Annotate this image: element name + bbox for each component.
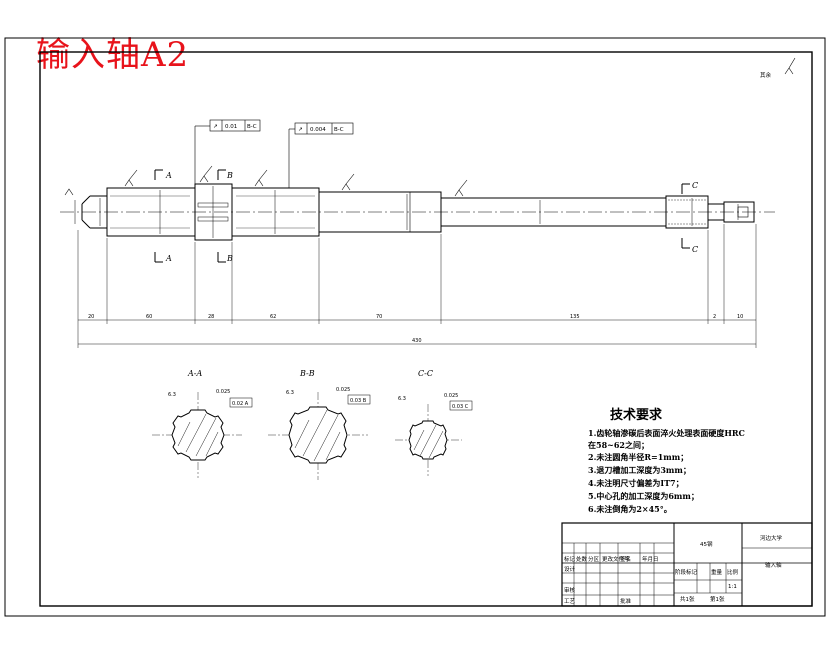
dim-seg-2: 60	[146, 314, 152, 320]
tb-material: 45钢	[700, 540, 713, 548]
inner-border	[39, 51, 813, 607]
requirement-6: 6.未注倒角为2×45°。	[588, 504, 672, 514]
section-c-fit: 0.025	[444, 393, 458, 399]
section-letter-b-top: B	[226, 171, 233, 180]
dim-seg-7: 2	[713, 314, 716, 320]
diameter-callouts	[74, 186, 739, 238]
section-b-roughness: 6.3	[286, 390, 294, 396]
tolerance-1-value: 0.01	[225, 124, 237, 130]
requirement-2: 2.未注圆角半径R=1mm；	[588, 452, 689, 462]
roughness-note: 其余	[760, 57, 796, 79]
section-view-c-c: C-C 6.3 0.025 0.03 C	[395, 369, 473, 476]
title-block-texts: 45钢 河边大学 输入轴 阶段标记 重量 比例 1:1 共1张 第1张 标记 处…	[564, 534, 783, 605]
dim-seg-4: 62	[270, 314, 276, 320]
tb-school: 河边大学	[760, 534, 783, 542]
spline-section-a	[171, 409, 225, 461]
dim-seg-8: 10	[737, 314, 743, 320]
dim-seg-5: 70	[376, 314, 382, 320]
requirement-5: 5.中心孔的加工深度为6mm；	[588, 491, 699, 501]
spline-section-b	[288, 406, 348, 464]
requirement-3: 3.退刀槽加工深度为3mm；	[588, 465, 691, 475]
tb-scale: 1:1	[728, 584, 737, 590]
tb-label-change: 更改文件号	[602, 555, 630, 563]
section-b-label: B-B	[299, 369, 315, 378]
dim-seg-3: 28	[208, 314, 214, 320]
section-view-b-b: B-B 6.3 0.025 0.03 B	[268, 369, 371, 480]
tb-sheet-total: 共1张	[680, 595, 695, 603]
tb-ratio: 比例	[727, 568, 739, 576]
section-b-fit: 0.025	[336, 387, 350, 393]
section-letter-a-bottom: A	[165, 254, 172, 263]
drawing-stamp-title: 输入轴A2	[36, 35, 190, 75]
section-c-label: C-C	[418, 369, 433, 378]
requirement-1-cont: 在58~62之间；	[588, 440, 649, 450]
overall-length-dim: 430	[412, 338, 422, 344]
tolerance-frame-1	[194, 119, 261, 184]
roughness-note-text: 其余	[760, 71, 772, 79]
tb-weight: 重量	[711, 568, 723, 576]
tb-label-check: 审核	[564, 586, 576, 594]
requirement-1: 1.齿轮轴渗碳后表面淬火处理表面硬度HRC	[588, 428, 745, 438]
segment-dimension-texts: 20 60 28 62 70 135 2 10	[88, 314, 743, 320]
tb-sheet-no: 第1张	[710, 595, 725, 603]
tb-label-process: 工艺	[564, 598, 576, 605]
tb-label-count: 处数	[576, 555, 588, 563]
section-b-tolerance: 0.03 B	[350, 398, 367, 404]
section-cut-markers	[154, 169, 690, 263]
tolerance-2-datum: B-C	[334, 127, 344, 133]
shaft-front-view	[60, 183, 775, 241]
section-c-tolerance: 0.03 C	[452, 404, 469, 410]
section-letters: A A B B C C	[165, 171, 698, 263]
section-letter-c-top: C	[692, 181, 698, 190]
section-a-fit: 0.025	[216, 389, 230, 395]
section-letter-c-bottom: C	[692, 245, 698, 254]
dim-seg-6: 135	[570, 314, 580, 320]
length-dimensions	[77, 224, 757, 348]
section-a-roughness: 6.3	[168, 392, 176, 398]
section-a-label: A-A	[187, 369, 202, 378]
tb-label-design: 设计	[564, 565, 576, 573]
requirement-4: 4.未注明尺寸偏差为IT7；	[588, 478, 684, 488]
tb-label-approve: 批准	[620, 597, 632, 605]
tolerance-2-symbol: ↗	[298, 127, 303, 133]
outer-border	[4, 37, 826, 617]
section-a-tolerance: 0.02 A	[232, 401, 249, 407]
tb-label-zone: 分区	[588, 555, 600, 563]
spline-section-c	[408, 420, 448, 460]
tb-label-date: 年月日	[642, 555, 659, 563]
tolerance-2-value: 0.004	[310, 127, 326, 133]
tb-label-mark: 标记	[564, 555, 576, 563]
section-letter-a-top: A	[165, 171, 172, 180]
section-view-a-a: A-A 6.3 0.025 0.02 A	[152, 369, 253, 478]
title-block	[561, 522, 813, 607]
dim-seg-1: 20	[88, 314, 94, 320]
tb-label-sign: 签名	[620, 555, 631, 563]
tolerance-1-datum: B-C	[247, 124, 257, 130]
requirements-title: 技术要求	[610, 408, 663, 423]
tolerance-frame-2	[288, 122, 354, 188]
tolerance-1-symbol: ↗	[213, 124, 218, 130]
tb-stage: 阶段标记	[675, 568, 698, 576]
section-letter-b-bottom: B	[226, 254, 233, 263]
tb-part-name: 输入轴	[765, 561, 782, 569]
roughness-marks	[64, 165, 468, 197]
section-c-roughness: 6.3	[398, 396, 406, 402]
